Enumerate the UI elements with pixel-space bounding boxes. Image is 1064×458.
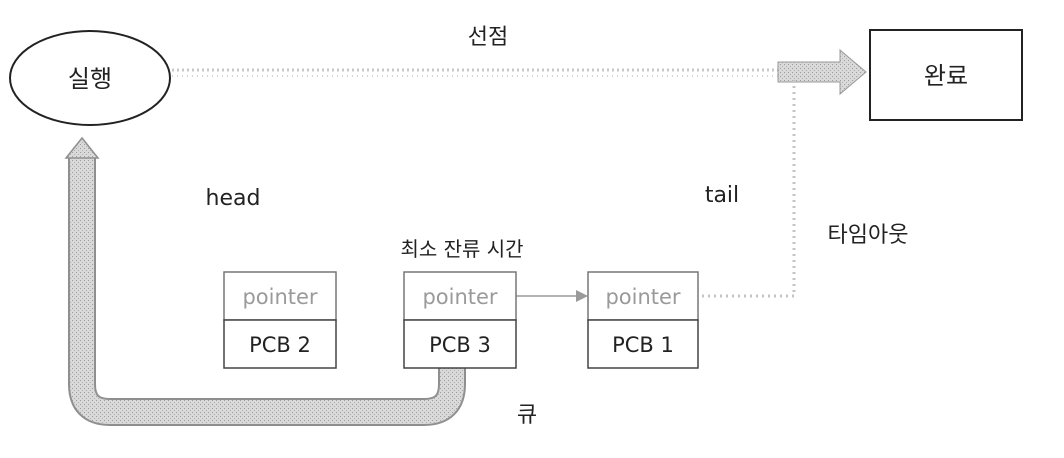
tail-label: tail: [705, 183, 739, 208]
pcb-cell: [587, 319, 699, 369]
timeout-label: 타임아웃: [828, 223, 909, 248]
pcb-cell: [403, 319, 517, 369]
pcb-label: PCB 2: [249, 333, 311, 357]
queue-node-2: pointer PCB 3: [403, 271, 517, 369]
done-state-label: 완료: [924, 62, 968, 90]
preemption-arrow-head: [777, 48, 867, 96]
pointer-cell: [403, 271, 517, 321]
timeout-dotted-line: [702, 80, 796, 298]
queue-label: 큐: [517, 403, 537, 428]
timeout-path: 타임아웃: [702, 80, 909, 298]
running-state-ellipse: [9, 30, 171, 126]
preemption-path: 선점: [172, 25, 867, 96]
pointer-link: [516, 290, 588, 302]
queue-pipe-body: [70, 158, 464, 424]
pointer-link-arrow: [576, 290, 588, 302]
pcb-label: PCB 3: [429, 333, 491, 357]
pointer-cell: [223, 271, 337, 321]
pointer-label: pointer: [605, 285, 680, 309]
shortest-remaining-label: 최소 잔류 시간: [400, 237, 523, 261]
queue-node-3: pointer PCB 1: [587, 271, 699, 369]
done-state-box: [869, 29, 1023, 121]
done-state: 완료: [869, 29, 1023, 121]
pcb-cell: [223, 319, 337, 369]
preemption-label: 선점: [468, 25, 508, 50]
head-label: head: [206, 186, 261, 211]
pointer-cell: [587, 271, 699, 321]
pcb-label: PCB 1: [612, 333, 674, 357]
running-state-label: 실행: [68, 65, 112, 93]
running-state: 실행: [9, 30, 171, 126]
queue-pipe-arrow-head: [64, 136, 100, 159]
queue-node-1: pointer PCB 2: [223, 271, 337, 369]
queue-return-pipe: [64, 136, 466, 426]
pointer-label: pointer: [422, 285, 497, 309]
pointer-label: pointer: [242, 285, 317, 309]
